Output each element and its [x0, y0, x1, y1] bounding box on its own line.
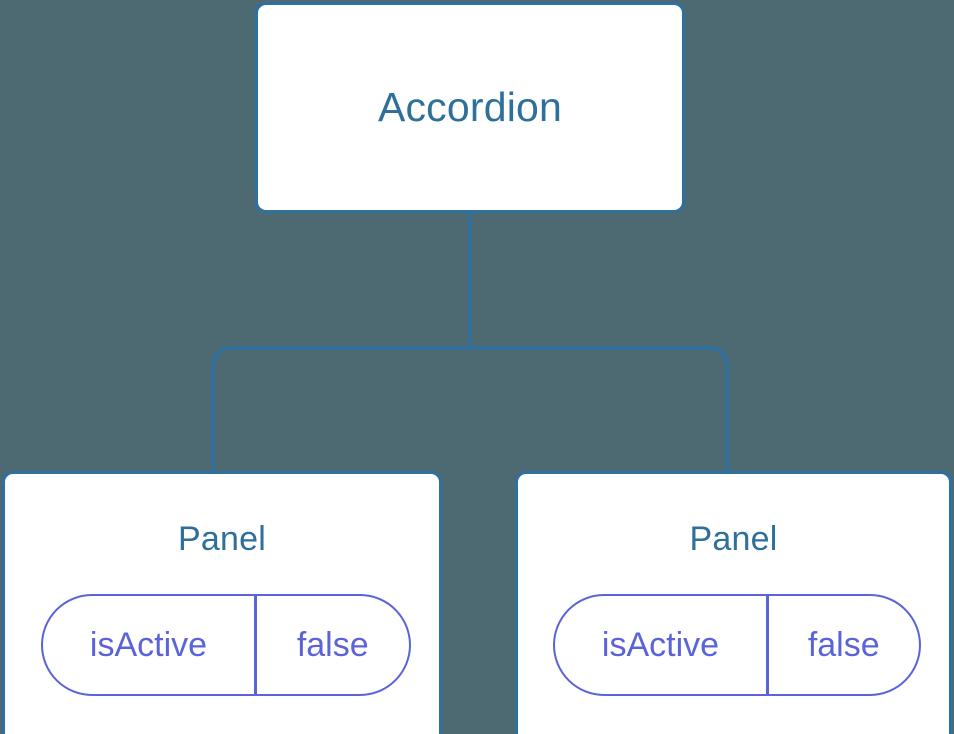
node-panel-2[interactable]: Panel isActive false [515, 471, 952, 734]
state-key: isActive [89, 626, 208, 664]
node-accordion[interactable]: Accordion [255, 2, 685, 213]
state-value: false [807, 626, 880, 664]
state-key: isActive [601, 626, 720, 664]
node-title: Panel [178, 520, 266, 558]
node-title: Accordion [377, 84, 563, 130]
state-divider [766, 596, 769, 694]
state-divider [254, 596, 257, 694]
state-value: false [296, 626, 369, 664]
edge-split-bar [211, 346, 729, 471]
state-badge[interactable]: isActive false [41, 594, 411, 696]
node-title: Panel [689, 520, 778, 558]
state-badge[interactable]: isActive false [553, 594, 921, 696]
node-panel-1[interactable]: Panel isActive false [2, 471, 442, 734]
